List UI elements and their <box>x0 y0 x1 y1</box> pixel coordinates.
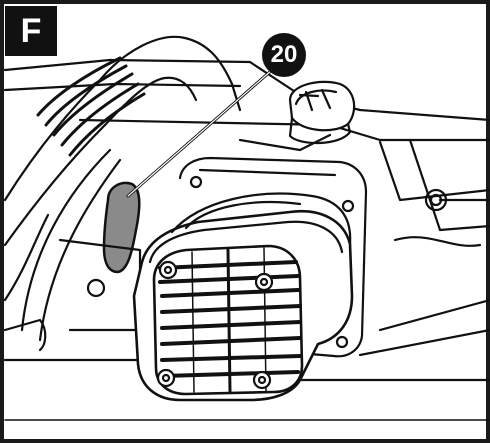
grille-screws <box>156 260 274 390</box>
callout-badge: 20 <box>262 33 306 77</box>
panel-label: F <box>5 6 57 56</box>
upper-housing <box>3 58 490 232</box>
front-handle <box>3 35 242 352</box>
grip-insert <box>102 181 141 274</box>
top-cap <box>288 80 356 145</box>
